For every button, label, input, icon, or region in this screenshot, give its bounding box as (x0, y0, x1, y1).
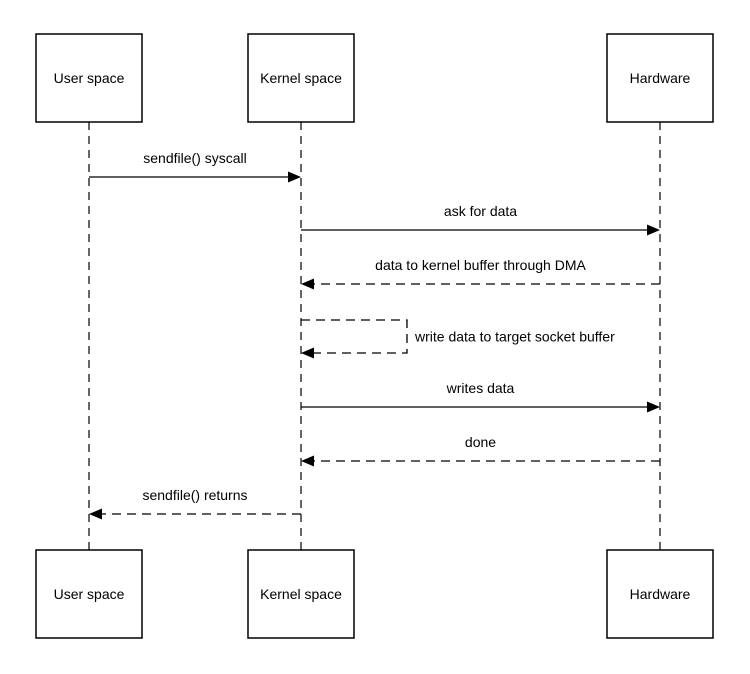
actor-box (606, 549, 714, 639)
message-6: done (301, 434, 660, 467)
actor-user-top: User space (35, 33, 143, 123)
actor-label: Kernel space (260, 586, 342, 602)
actor-label: Hardware (630, 70, 691, 86)
actor-box (35, 33, 143, 123)
actor-hw-bottom: Hardware (606, 549, 714, 639)
actor-kernel-top: Kernel space (247, 33, 355, 123)
message-label: done (465, 434, 496, 450)
message-1: sendfile() syscall (89, 150, 301, 183)
arrowhead (647, 224, 660, 236)
message-5: writes data (301, 380, 660, 413)
message-label: ask for data (444, 203, 517, 219)
actor-kernel-bottom: Kernel space (247, 549, 355, 639)
arrowhead (301, 455, 314, 467)
actor-label: User space (54, 586, 125, 602)
actor-box (606, 33, 714, 123)
arrowhead (89, 508, 102, 520)
message-label: writes data (446, 380, 515, 396)
actor-label: User space (54, 70, 125, 86)
actor-box (247, 549, 355, 639)
message-label: sendfile() returns (142, 487, 247, 503)
message-2: ask for data (301, 203, 660, 236)
actor-box (35, 549, 143, 639)
message-label: data to kernel buffer through DMA (375, 257, 586, 273)
message-7: sendfile() returns (89, 487, 301, 520)
actor-user-bottom: User space (35, 549, 143, 639)
message-4: write data to target socket buffer (301, 319, 615, 359)
message-3: data to kernel buffer through DMA (301, 257, 660, 290)
actor-hw-top: Hardware (606, 33, 714, 123)
arrowhead (288, 171, 301, 183)
actor-box (247, 33, 355, 123)
arrowhead (647, 401, 660, 413)
actor-label: Kernel space (260, 70, 342, 86)
arrowhead (301, 278, 314, 290)
message-line (301, 319, 408, 354)
actor-label: Hardware (630, 586, 691, 602)
arrowhead (301, 347, 314, 359)
message-label: write data to target socket buffer (414, 329, 615, 345)
message-label: sendfile() syscall (143, 150, 246, 166)
